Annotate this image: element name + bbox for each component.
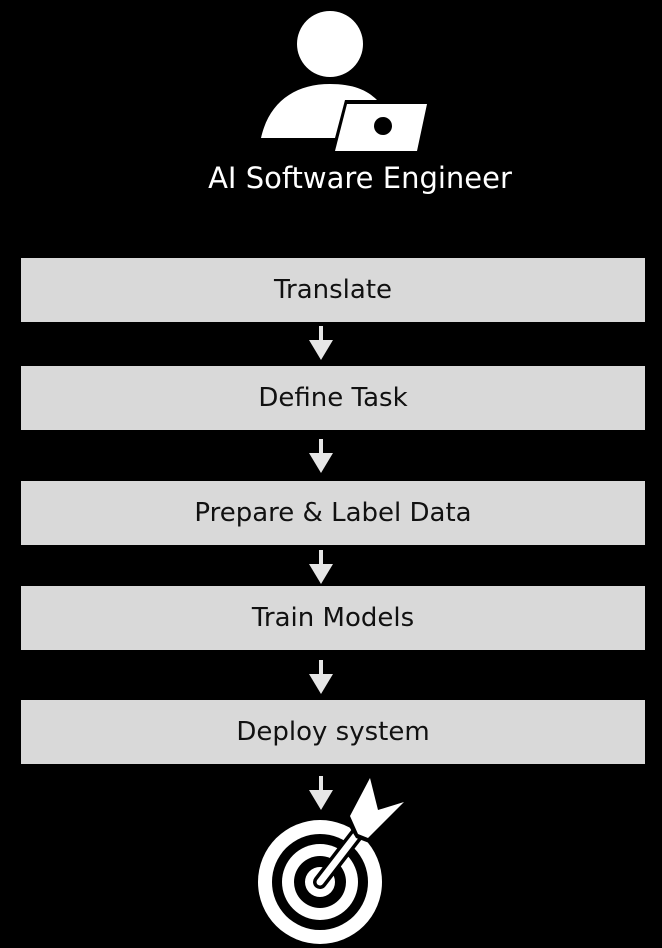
step-deploy-system: Deploy system (21, 700, 645, 764)
down-arrow-icon (309, 776, 333, 810)
down-arrow-icon (309, 550, 333, 584)
person-with-laptop-icon (261, 11, 427, 151)
down-arrow-icon (309, 326, 333, 360)
step-define-task: Define Task (21, 366, 645, 430)
step-train-models: Train Models (21, 586, 645, 650)
page-title: AI Software Engineer (208, 161, 512, 195)
target-with-arrow-icon (258, 774, 408, 944)
down-arrow-icon (309, 660, 333, 694)
step-prepare-label-data: Prepare & Label Data (21, 481, 645, 545)
down-arrow-icon (309, 439, 333, 473)
step-translate: Translate (21, 258, 645, 322)
